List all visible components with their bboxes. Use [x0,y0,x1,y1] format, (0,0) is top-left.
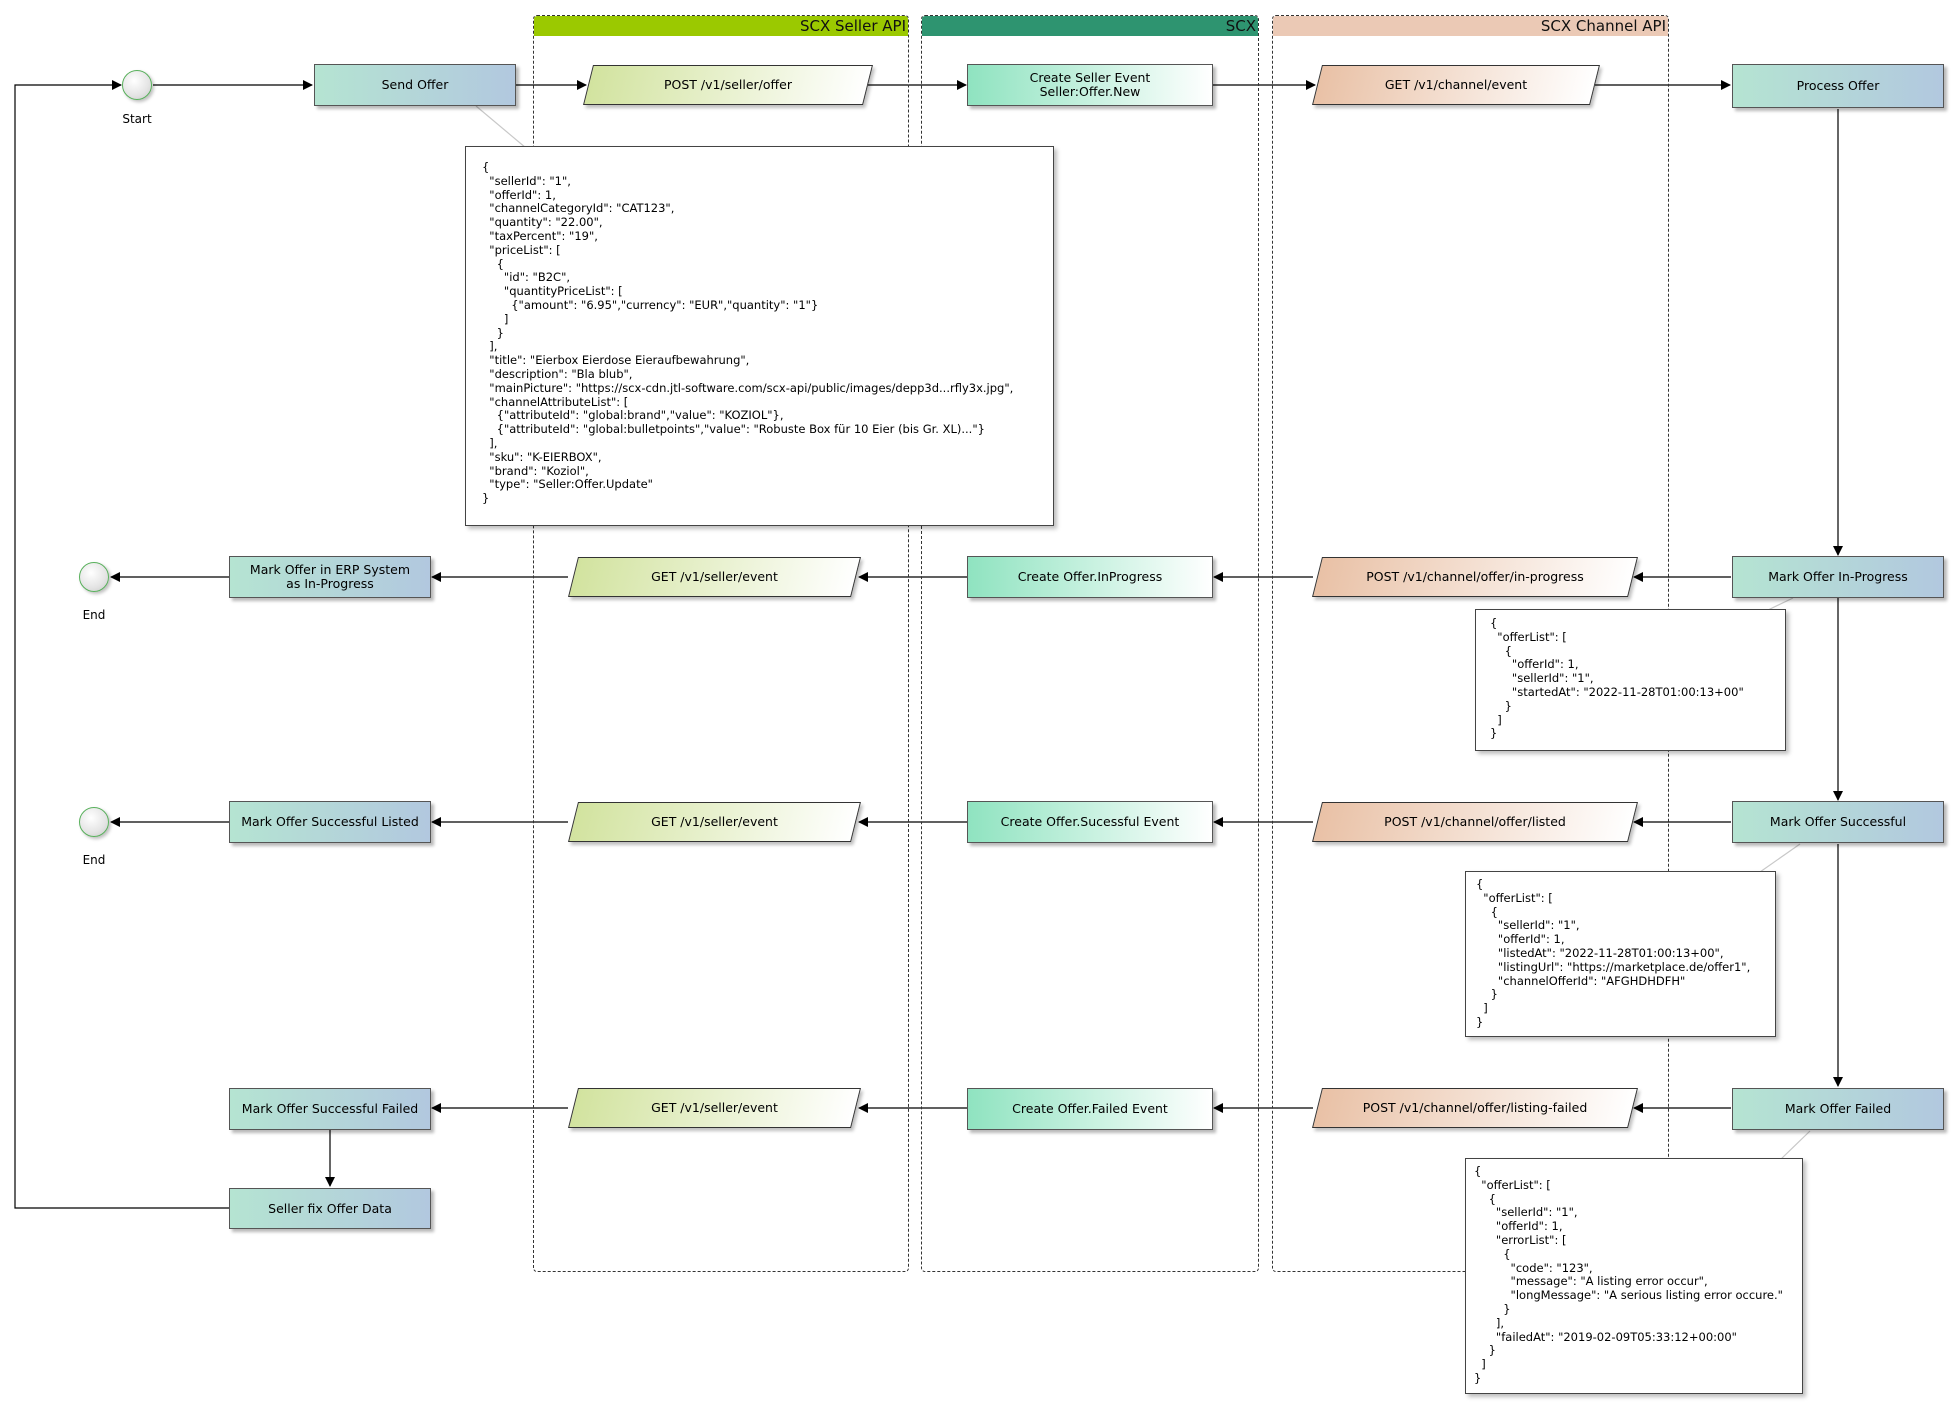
get-seller-event-label-3: GET /v1/seller/event [651,1100,778,1115]
mark-erp-inprogress-task[interactable]: Mark Offer in ERP System as In-Progress [229,556,431,598]
end-event-inprogress[interactable] [79,562,109,592]
post-listed-endpoint[interactable]: POST /v1/channel/offer/listed [1312,802,1638,842]
listed-payload-note: { "offerList": [ { "sellerId": "1", "off… [1465,871,1776,1037]
mark-erp-inprogress-label: Mark Offer in ERP System as In-Progress [249,562,411,591]
mark-failed-channel-task[interactable]: Mark Offer Failed [1732,1088,1944,1130]
process-offer-task[interactable]: Process Offer [1732,64,1944,108]
create-successful-label: Create Offer.Sucessful Event [1000,814,1180,829]
create-successful-task[interactable]: Create Offer.Sucessful Event [967,801,1213,843]
pool-channel-api-header: SCX Channel API [1273,16,1668,36]
post-listed-label: POST /v1/channel/offer/listed [1384,814,1566,829]
mark-inprogress-label: Mark Offer In-Progress [1768,569,1908,584]
start-event[interactable] [122,70,152,100]
get-channel-event-label: GET /v1/channel/event [1384,77,1528,92]
post-seller-offer-endpoint[interactable]: POST /v1/seller/offer [583,65,873,105]
create-inprogress-label: Create Offer.InProgress [1017,569,1163,584]
create-seller-event-label: Create Seller Event Seller:Offer.New [1029,70,1151,99]
get-seller-event-label-1: GET /v1/seller/event [651,569,778,584]
mark-successful-label: Mark Offer Successful [1769,814,1907,829]
process-offer-label: Process Offer [1796,78,1880,93]
post-listing-failed-endpoint[interactable]: POST /v1/channel/offer/listing-failed [1312,1088,1638,1128]
get-seller-event-endpoint-3[interactable]: GET /v1/seller/event [568,1088,861,1128]
failed-payload-note: { "offerList": [ { "sellerId": "1", "off… [1465,1158,1803,1394]
mark-listed-label: Mark Offer Successful Listed [241,814,419,829]
end-event-listed[interactable] [79,807,109,837]
pool-scx-header: SCX [922,16,1258,36]
flow-fix-to-start [14,80,229,1209]
fix-offer-data-label: Seller fix Offer Data [268,1200,392,1216]
end-event-inprogress-label: End [82,608,106,622]
mark-failed-seller-task[interactable]: Mark Offer Successful Failed [229,1088,431,1130]
get-seller-event-endpoint-2[interactable]: GET /v1/seller/event [568,802,861,842]
get-seller-event-label-2: GET /v1/seller/event [651,814,778,829]
post-inprogress-endpoint[interactable]: POST /v1/channel/offer/in-progress [1312,557,1638,597]
pool-scx-title: SCX [1225,17,1256,35]
pool-seller-api-title: SCX Seller API [799,17,906,35]
post-inprogress-label: POST /v1/channel/offer/in-progress [1366,569,1584,584]
create-inprogress-task[interactable]: Create Offer.InProgress [967,556,1213,598]
mark-failed-seller-label: Mark Offer Successful Failed [241,1101,419,1116]
mark-inprogress-task[interactable]: Mark Offer In-Progress [1732,556,1944,598]
send-offer-payload-note: { "sellerId": "1", "offerId": 1, "channe… [465,146,1054,526]
get-channel-event-endpoint[interactable]: GET /v1/channel/event [1312,65,1600,105]
mark-failed-channel-label: Mark Offer Failed [1784,1101,1892,1116]
start-event-label: Start [122,112,152,126]
create-failed-task[interactable]: Create Offer.Failed Event [967,1088,1213,1130]
post-seller-offer-label: POST /v1/seller/offer [664,77,792,92]
end-event-listed-label: End [82,853,106,867]
inprogress-payload-note: { "offerList": [ { "offerId": 1, "seller… [1475,609,1786,751]
pool-seller-api: SCX Seller API [533,15,909,1272]
fix-offer-data-task[interactable]: Seller fix Offer Data [229,1188,431,1229]
send-offer-task[interactable]: Send Offer [314,64,516,106]
mark-listed-task[interactable]: Mark Offer Successful Listed [229,801,431,843]
pool-seller-api-header: SCX Seller API [534,16,908,36]
pool-scx: SCX [921,15,1259,1272]
get-seller-event-endpoint-1[interactable]: GET /v1/seller/event [568,557,861,597]
create-seller-event-task[interactable]: Create Seller Event Seller:Offer.New [967,64,1213,106]
create-failed-label: Create Offer.Failed Event [1012,1101,1168,1116]
send-offer-label: Send Offer [381,77,449,92]
post-listing-failed-label: POST /v1/channel/offer/listing-failed [1362,1100,1588,1115]
pool-channel-api-title: SCX Channel API [1540,17,1666,35]
mark-successful-task[interactable]: Mark Offer Successful [1732,801,1944,843]
